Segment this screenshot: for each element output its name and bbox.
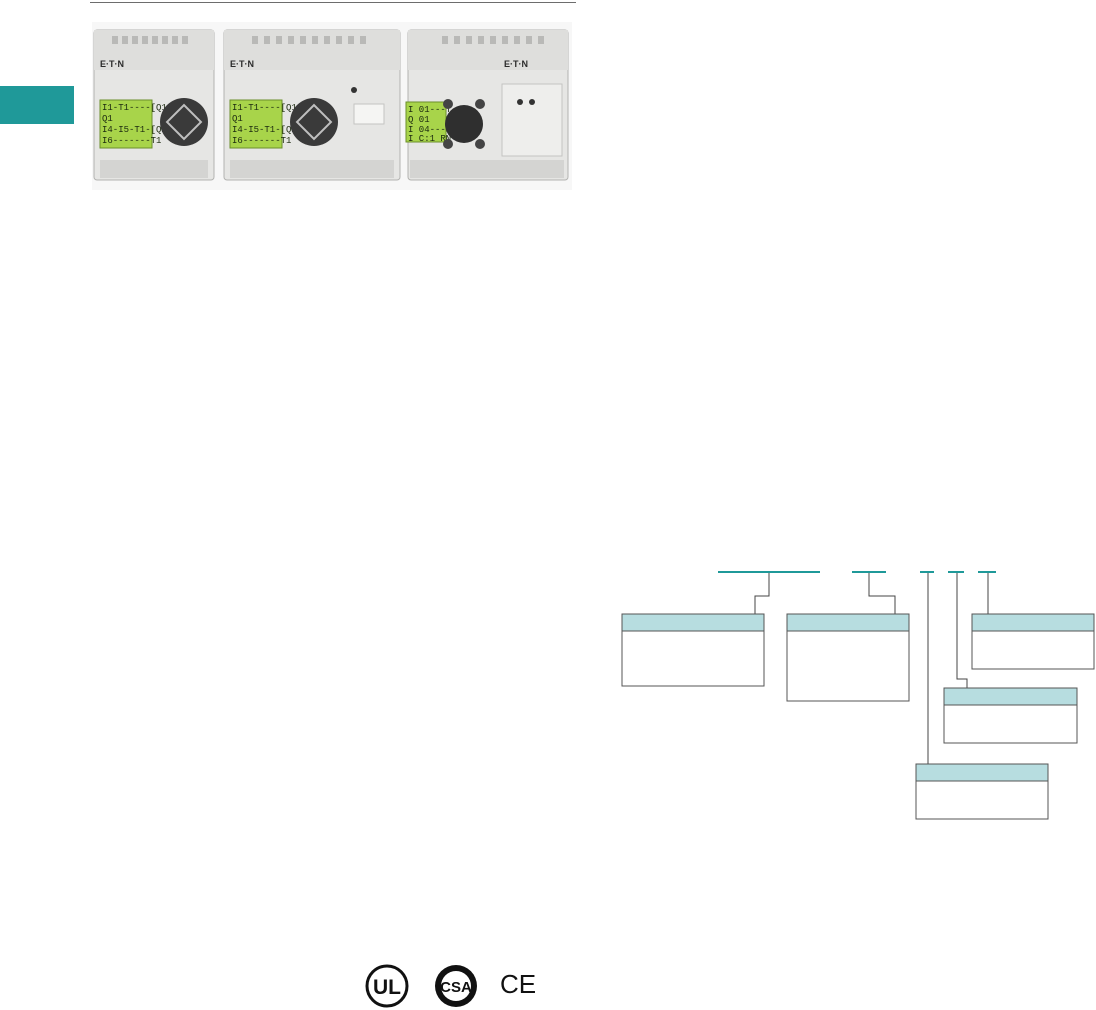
relay-unit-2: E·T·N I1-T1----[Q1 Q1 I4-I5-T1-[Q2 I6---… — [223, 29, 401, 181]
lcd-line: I1-T1----[Q1 — [232, 103, 297, 113]
top-rule — [90, 2, 576, 3]
lcd-line: I4-I5-T1-[Q2 — [232, 125, 297, 135]
lcd-line: I 04----T 05 — [408, 125, 473, 135]
brand-logo: E·T·N — [230, 59, 254, 69]
leader-lines — [754, 573, 989, 764]
lcd-line: Q1 — [102, 114, 113, 124]
relay-unit-1: E·T·N I1-T1----[Q1 Q1 I4-I5-T1-[Q2 I6---… — [93, 29, 215, 181]
relay-unit-3: E·T·N I 01---T 02 Q 01 I 04----T 05 I C:… — [405, 29, 569, 181]
cert-label: CSA — [440, 979, 472, 996]
lcd-line: Q 01 — [408, 115, 430, 125]
lcd-line: I6-------T1 — [102, 136, 161, 146]
cert-label: UL — [373, 976, 401, 999]
code-box-3 — [971, 613, 1095, 670]
lcd-line: I1-T1----[Q1 — [102, 103, 167, 113]
code-box-4 — [943, 687, 1078, 744]
code-box-1 — [621, 613, 765, 687]
cert-label: CE — [500, 969, 536, 999]
lcd-line: I4-I5-T1-[Q2 — [102, 125, 167, 135]
product-photo: E·T·N I1-T1----[Q1 Q1 I4-I5-T1-[Q2 I6---… — [92, 22, 572, 190]
ce-mark-icon: CE — [496, 963, 540, 1009]
code-box-5 — [915, 763, 1049, 820]
lcd-line: I C:1 RN — [408, 134, 451, 144]
lcd-line: Q1 — [232, 114, 243, 124]
lcd-line: I 01---T 02 — [408, 105, 467, 115]
code-box-2 — [786, 613, 910, 702]
brand-logo: E·T·N — [504, 59, 528, 69]
brand-logo: E·T·N — [100, 59, 124, 69]
lcd-line: I6-------T1 — [232, 136, 291, 146]
csa-icon: CSA — [432, 963, 480, 1009]
section-tab — [0, 86, 74, 124]
ul-listed-icon: UL — [364, 963, 410, 1009]
